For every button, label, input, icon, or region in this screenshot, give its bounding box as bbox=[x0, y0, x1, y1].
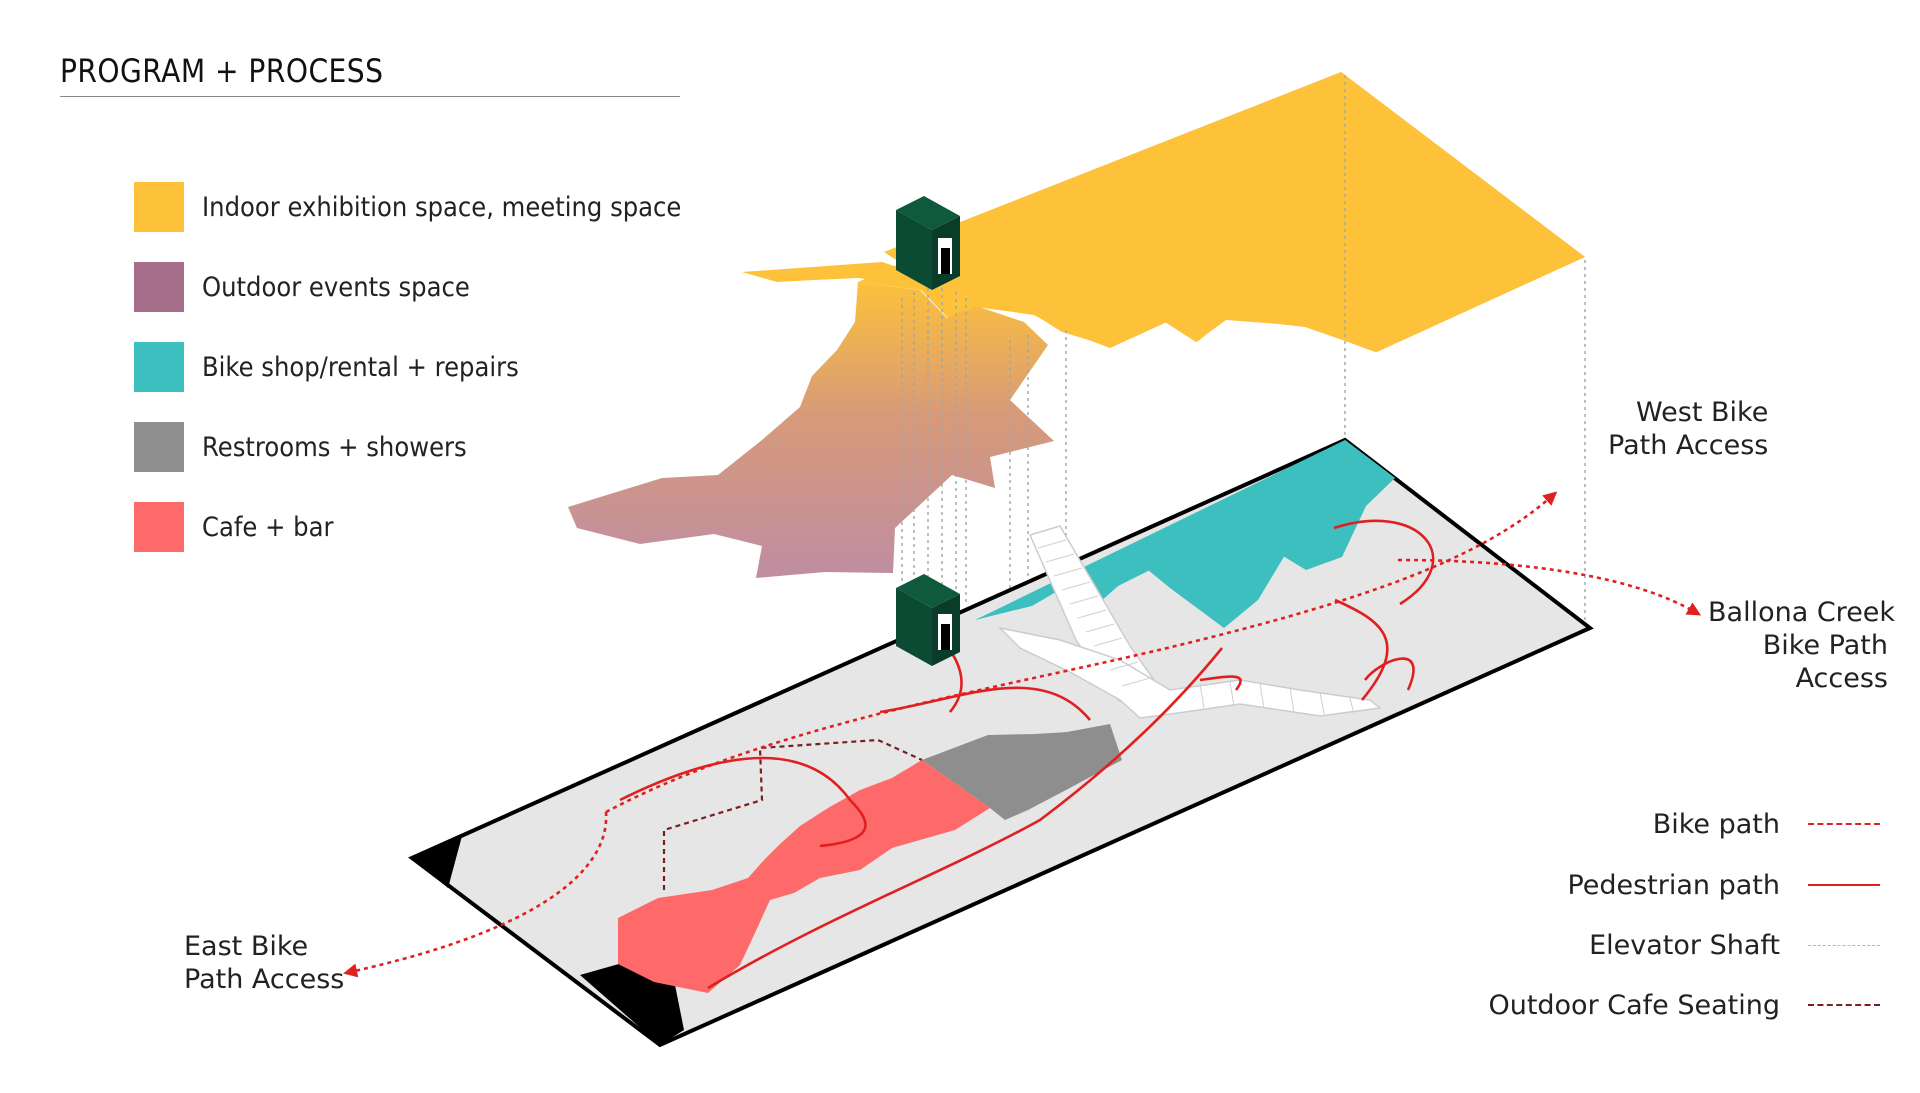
legend-swatch bbox=[134, 422, 184, 472]
legend-label: Bike shop/rental + repairs bbox=[202, 351, 519, 383]
callout-line: East Bike bbox=[184, 931, 309, 962]
legend-item: Bike shop/rental + repairs bbox=[134, 342, 554, 392]
callout-line: Path Access bbox=[1608, 430, 1769, 461]
callout-line: West Bike bbox=[1636, 397, 1769, 428]
elevator-shaft-lines bbox=[901, 75, 1586, 640]
outdoor-cafe-seating-line bbox=[662, 738, 923, 890]
page-title: PROGRAM + PROCESS bbox=[60, 52, 384, 90]
legend-label: Restrooms + showers bbox=[202, 431, 467, 463]
legend-label: Cafe + bar bbox=[202, 511, 334, 543]
callout-ballona-creek: Ballona Creek Bike Path Access bbox=[1708, 596, 1895, 695]
path-key-line bbox=[1808, 823, 1880, 825]
cafe-area bbox=[618, 760, 990, 993]
indoor-exhibition-floor-main bbox=[858, 72, 1585, 352]
legend-swatch bbox=[134, 182, 184, 232]
path-key-label: Pedestrian path bbox=[1567, 869, 1780, 901]
elevator-upper bbox=[896, 196, 960, 290]
title-divider bbox=[60, 96, 680, 97]
path-key-line bbox=[1808, 944, 1880, 946]
legend-swatch bbox=[134, 502, 184, 552]
path-key-item: Elevator Shaft bbox=[1589, 928, 1880, 962]
bike-paths bbox=[343, 491, 1702, 978]
legend-label: Indoor exhibition space, meeting space bbox=[202, 191, 682, 223]
restrooms-area bbox=[922, 724, 1122, 820]
callout-east-bike-path: East Bike Path Access bbox=[184, 930, 344, 996]
path-key-line bbox=[1808, 884, 1880, 886]
legend-item: Outdoor events space bbox=[134, 262, 500, 312]
callout-line: Bike Path bbox=[1762, 630, 1888, 661]
platform-corner-left bbox=[412, 836, 462, 888]
path-key-item: Pedestrian path bbox=[1567, 868, 1880, 902]
pedestrian-paths bbox=[619, 519, 1435, 990]
callout-line: Path Access bbox=[184, 964, 345, 995]
legend-swatch bbox=[134, 262, 184, 312]
path-key-label: Bike path bbox=[1652, 808, 1780, 840]
legend-label: Outdoor events space bbox=[202, 271, 470, 303]
legend-item: Restrooms + showers bbox=[134, 422, 496, 472]
stairs bbox=[997, 525, 1382, 719]
path-key-label: Outdoor Cafe Seating bbox=[1488, 989, 1780, 1021]
legend-item: Indoor exhibition space, meeting space bbox=[134, 182, 735, 232]
elevator-lower bbox=[896, 574, 960, 666]
path-key-item: Outdoor Cafe Seating bbox=[1488, 988, 1880, 1022]
path-key-line bbox=[1808, 1004, 1880, 1006]
legend-item: Cafe + bar bbox=[134, 502, 348, 552]
legend-swatch bbox=[134, 342, 184, 392]
callout-line: Access bbox=[1795, 663, 1888, 694]
callout-west-bike-path: West Bike Path Access bbox=[1608, 396, 1768, 462]
path-key-item: Bike path bbox=[1653, 807, 1880, 841]
callout-line: Ballona Creek bbox=[1708, 597, 1896, 628]
outdoor-events-floor bbox=[568, 282, 1054, 578]
path-key-label: Elevator Shaft bbox=[1589, 929, 1780, 961]
